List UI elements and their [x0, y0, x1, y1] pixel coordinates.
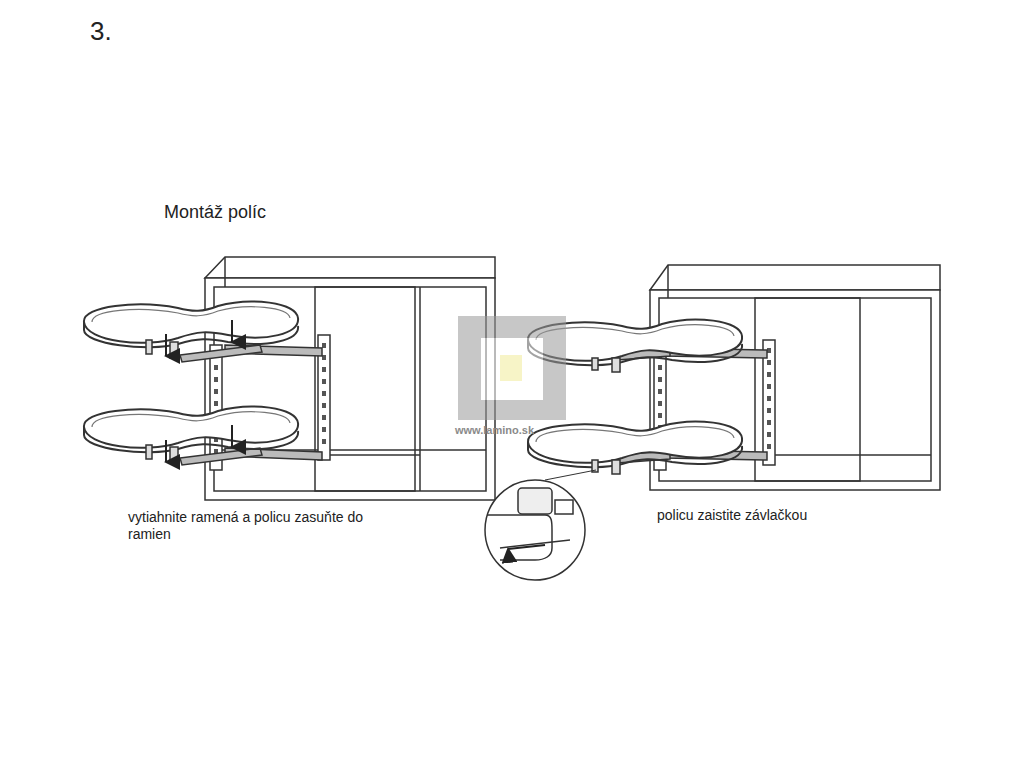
section-title: Montáž políc: [164, 202, 266, 224]
instruction-note: policu zaistite závlačkou: [657, 507, 807, 524]
watermark: www.lamino.sk: [455, 424, 534, 437]
instruction-note: vytiahnite ramená a policu zasuňte do ra…: [128, 509, 393, 543]
step-number: 3.: [90, 16, 112, 47]
